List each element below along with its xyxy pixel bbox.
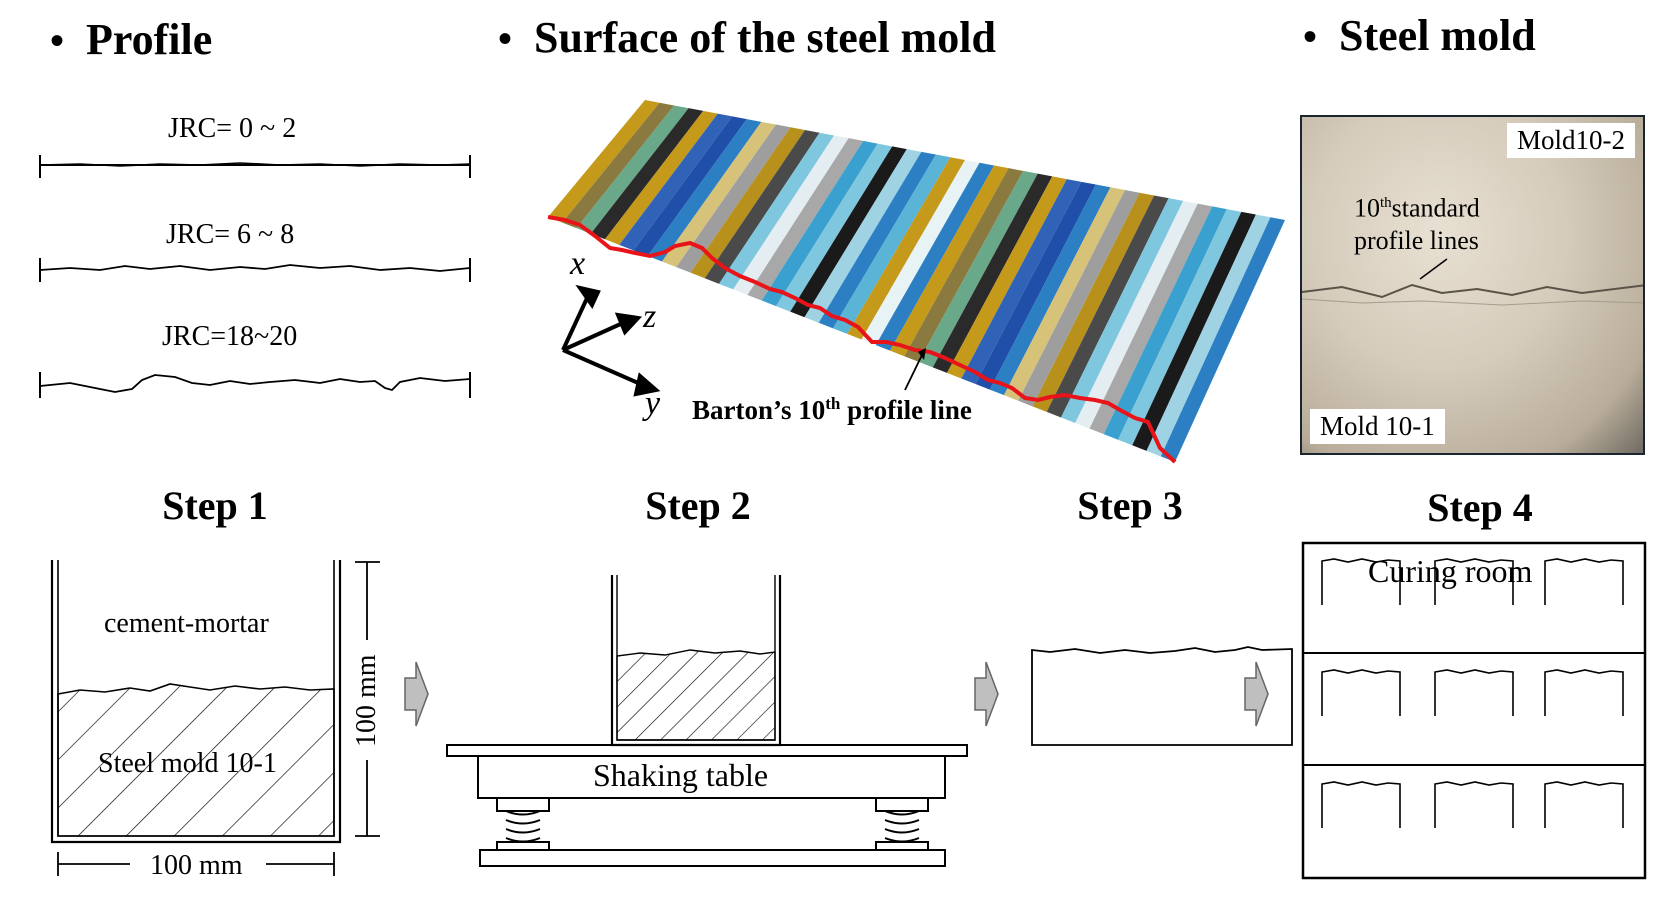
tag-mold-10-1: Mold 10-1	[1310, 409, 1445, 444]
surface-stripe	[1160, 217, 1285, 462]
surface-stripe	[804, 149, 922, 323]
surface-stripe	[1004, 187, 1125, 401]
surface-stripe	[890, 165, 1009, 357]
surface-stripe	[647, 119, 762, 262]
surface-stripe	[548, 100, 660, 223]
surface-stripe	[1046, 195, 1169, 418]
surface-stripe	[975, 181, 1096, 390]
surface-stripe	[1146, 214, 1271, 457]
surface-stripe	[833, 154, 951, 334]
surface-stripe	[947, 176, 1067, 379]
curing-specimen	[1321, 781, 1401, 828]
profile-label-jrc-18-20: JRC=18~20	[162, 321, 298, 352]
surface-stripe	[932, 173, 1053, 373]
step-1-top-label: cement-mortar	[104, 608, 269, 639]
curing-specimen	[1434, 781, 1514, 828]
surface-stripe	[818, 151, 936, 329]
surface-stripe	[1132, 211, 1256, 451]
surface-stripe	[733, 135, 849, 295]
axis-label-y: y	[645, 385, 661, 422]
photo-note: 10thstandard profile lines	[1354, 193, 1480, 255]
surface-stripe	[633, 116, 747, 256]
surface-stripe	[719, 132, 835, 290]
surface-stripe	[904, 168, 1024, 362]
curing-specimen	[1544, 558, 1624, 605]
arrow-step-3-4	[1244, 661, 1269, 727]
steel-mold-photo: Mold10-2 Mold 10-1 10thstandard profile …	[1300, 115, 1645, 455]
step-4-title: Step 4	[1427, 485, 1533, 530]
surface-stripe	[1103, 206, 1227, 440]
step-2-shaking-table	[446, 575, 968, 867]
curing-specimen	[1544, 669, 1624, 716]
surface-stripe	[761, 140, 878, 307]
profile-label-jrc-6-8: JRC= 6 ~ 8	[166, 219, 295, 250]
profile-label-jrc-0-2: JRC= 0 ~ 2	[168, 113, 297, 144]
curing-specimen	[1321, 669, 1401, 716]
surface-stripe	[961, 179, 1082, 385]
surface-stripe	[847, 157, 965, 340]
surface-stripe	[576, 105, 689, 234]
profile-line-jrc-18-20	[39, 374, 471, 393]
surface-stripe	[776, 143, 893, 312]
step-1-width-dimension: 100 mm	[150, 850, 243, 881]
surface-stripe	[562, 102, 675, 229]
surface-stripe	[1018, 190, 1140, 407]
curing-specimen	[1434, 669, 1514, 716]
arrow-step-2-3	[974, 661, 999, 727]
surface-stripe	[1075, 200, 1198, 429]
arrow-step-1-2	[404, 661, 429, 727]
step-1-height-dimension: 100 mm	[351, 654, 382, 747]
surface-stripe	[690, 127, 805, 279]
surface-stripe	[1089, 203, 1213, 435]
surface-stripe	[875, 162, 995, 351]
step-2-title: Step 2	[645, 483, 751, 528]
surface-stripe	[989, 184, 1111, 396]
surface-stripe	[662, 121, 776, 268]
profile-line-jrc-6-8	[39, 264, 471, 272]
surface-stripe	[790, 146, 907, 318]
heading-profile: •Profile	[50, 15, 213, 64]
step-1-bottom-label: Steel mold 10-1	[98, 748, 277, 779]
surface-stripe	[861, 160, 980, 346]
step-2-table-label: Shaking table	[593, 757, 769, 793]
step-1-title: Step 1	[162, 483, 268, 528]
heading-steel-mold: •Steel mold	[1303, 11, 1536, 60]
step-4-curing-room	[1301, 541, 1647, 880]
process-arrows	[404, 661, 1269, 727]
step-3-specimen	[1031, 646, 1293, 746]
heading-surface: •Surface of the steel mold	[498, 13, 996, 62]
surface-stripe	[619, 113, 733, 251]
step-3-title: Step 3	[1077, 483, 1183, 528]
curing-specimen	[1544, 781, 1624, 828]
axis-label-z: z	[643, 298, 657, 335]
barton-callout: Barton’s 10th profile line	[692, 394, 972, 425]
surface-stripe	[918, 170, 1038, 368]
surface-stripe	[676, 124, 791, 273]
surface-stripe	[590, 108, 704, 240]
axis-label-x: x	[570, 245, 586, 282]
tag-mold-10-2: Mold10-2	[1507, 123, 1635, 158]
surface-stripe	[1032, 192, 1155, 412]
surface-stripe	[605, 110, 718, 245]
surface-stripe	[704, 130, 820, 284]
surface-stripe	[1061, 198, 1184, 424]
surface-stripe	[1118, 209, 1242, 446]
step-4-room-label: Curing room	[1368, 553, 1533, 589]
surface-stripe	[747, 138, 864, 301]
